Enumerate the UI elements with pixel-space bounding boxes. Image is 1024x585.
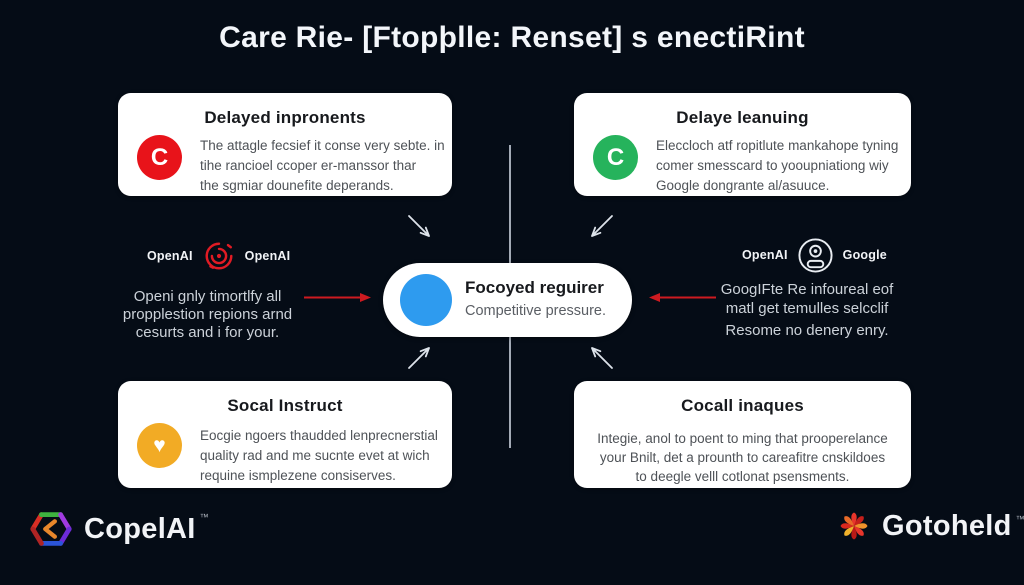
openai-label: OpenAI — [244, 249, 291, 263]
center-node-subtitle: Competitive pressure. — [465, 303, 607, 319]
flow-body-line: matl get temulles selcclif — [725, 299, 889, 317]
center-node: Focoyed reguirer Competitive pressure. — [383, 263, 632, 337]
google-label: Google — [842, 248, 887, 262]
trademark-mark: ™ — [1015, 514, 1024, 524]
c-badge-green-icon: C — [593, 135, 638, 180]
card-cocall-inaques: Cocall inaques Integie, anol to poent to… — [574, 381, 911, 488]
webcam-icon — [797, 237, 834, 274]
arrow-up-right-icon — [408, 347, 430, 369]
c-badge-red-icon: C — [137, 135, 182, 180]
arrow-up-left-icon — [591, 347, 613, 369]
arrow-down-left-icon — [591, 215, 613, 237]
red-arrow-right-icon — [304, 293, 371, 302]
brand-copelai: CopelAI ™ — [28, 506, 209, 552]
card-body-line: tihe rancioel ccoper er-manssor thar — [200, 158, 417, 173]
openai-label: OpenAI — [147, 249, 193, 263]
card-title: Socal Instruct — [227, 396, 343, 415]
flow-body-line: cesurts and i for your. — [135, 324, 280, 341]
right-flow-labels: OpenAI Google — [742, 237, 887, 273]
card-title: Delaye leanuing — [676, 108, 809, 127]
card-body-line: comer smesscard to yooupniationg wiy — [656, 158, 889, 173]
trademark-mark: ™ — [199, 512, 209, 522]
openai-label: OpenAI — [742, 248, 788, 262]
card-body-line: the sgmiar dounefite deperands. — [200, 178, 394, 193]
card-body-line: requine ismplezene consiserves. — [200, 468, 396, 483]
center-node-title: Focoyed reguirer — [465, 278, 604, 297]
blue-dot-icon — [400, 274, 452, 326]
flow-body-line: Resome no denery enry. — [725, 322, 889, 339]
card-delayed-inpronents: Delayed inpronents C The attagle fecsief… — [118, 93, 452, 196]
gotoheld-logo-icon — [836, 508, 872, 544]
card-delaye-leanuing: Delaye leanuing C Eleccloch atf ropitlut… — [574, 93, 911, 196]
brand-gotoheld: Gotoheld ™ — [836, 508, 1024, 544]
card-body-line: Integie, anol to poent to ming that proo… — [597, 431, 888, 446]
page-title: Care Rie- [Ftopþlle: Renset] s enectiRin… — [219, 21, 805, 54]
card-body-line: Google dongrante al/asuuce. — [656, 178, 830, 193]
card-title: Delayed inpronents — [204, 108, 366, 127]
heart-icon: ♥ — [137, 423, 182, 468]
card-body-line: Eleccloch atf ropitlute mankahope tyning — [656, 138, 899, 153]
right-flow-body: GoogIFte Re infoureal eof matl get temul… — [692, 281, 922, 341]
left-flow-body: Openi gnly timortlfy all propplestion re… — [90, 288, 325, 342]
red-arrow-left-icon — [649, 293, 716, 302]
card-socal-instruct: Socal Instruct ♥ Eocgie ngoers thaudded … — [118, 381, 452, 488]
flow-body-line: propplestion repions arnd — [122, 306, 293, 323]
brand-name: CopelAI — [84, 512, 196, 545]
brand-name: Gotoheld — [882, 509, 1012, 542]
card-body-line: The attagle fecsief it conse very sebte.… — [200, 138, 445, 153]
card-body-line: quality rad and me sucnte evet at wich — [200, 448, 430, 463]
flow-body-line: Openi gnly timortlfy all — [133, 288, 282, 305]
arrow-down-right-icon — [408, 215, 430, 237]
card-body-line: to deegle velll cotlonat psensments. — [635, 469, 850, 484]
card-body-line: Eocgie ngoers thaudded lenprecnerstial — [200, 428, 438, 443]
red-swirl-icon — [202, 239, 236, 273]
flow-body-line: GoogIFte Re infoureal eof — [720, 281, 894, 298]
left-flow-labels: OpenAI OpenAI — [147, 238, 290, 274]
card-body-line: your Bnilt, det a prounth to careafitre … — [599, 450, 886, 465]
card-title: Cocall inaques — [681, 396, 804, 415]
copelai-logo-icon — [28, 506, 74, 552]
